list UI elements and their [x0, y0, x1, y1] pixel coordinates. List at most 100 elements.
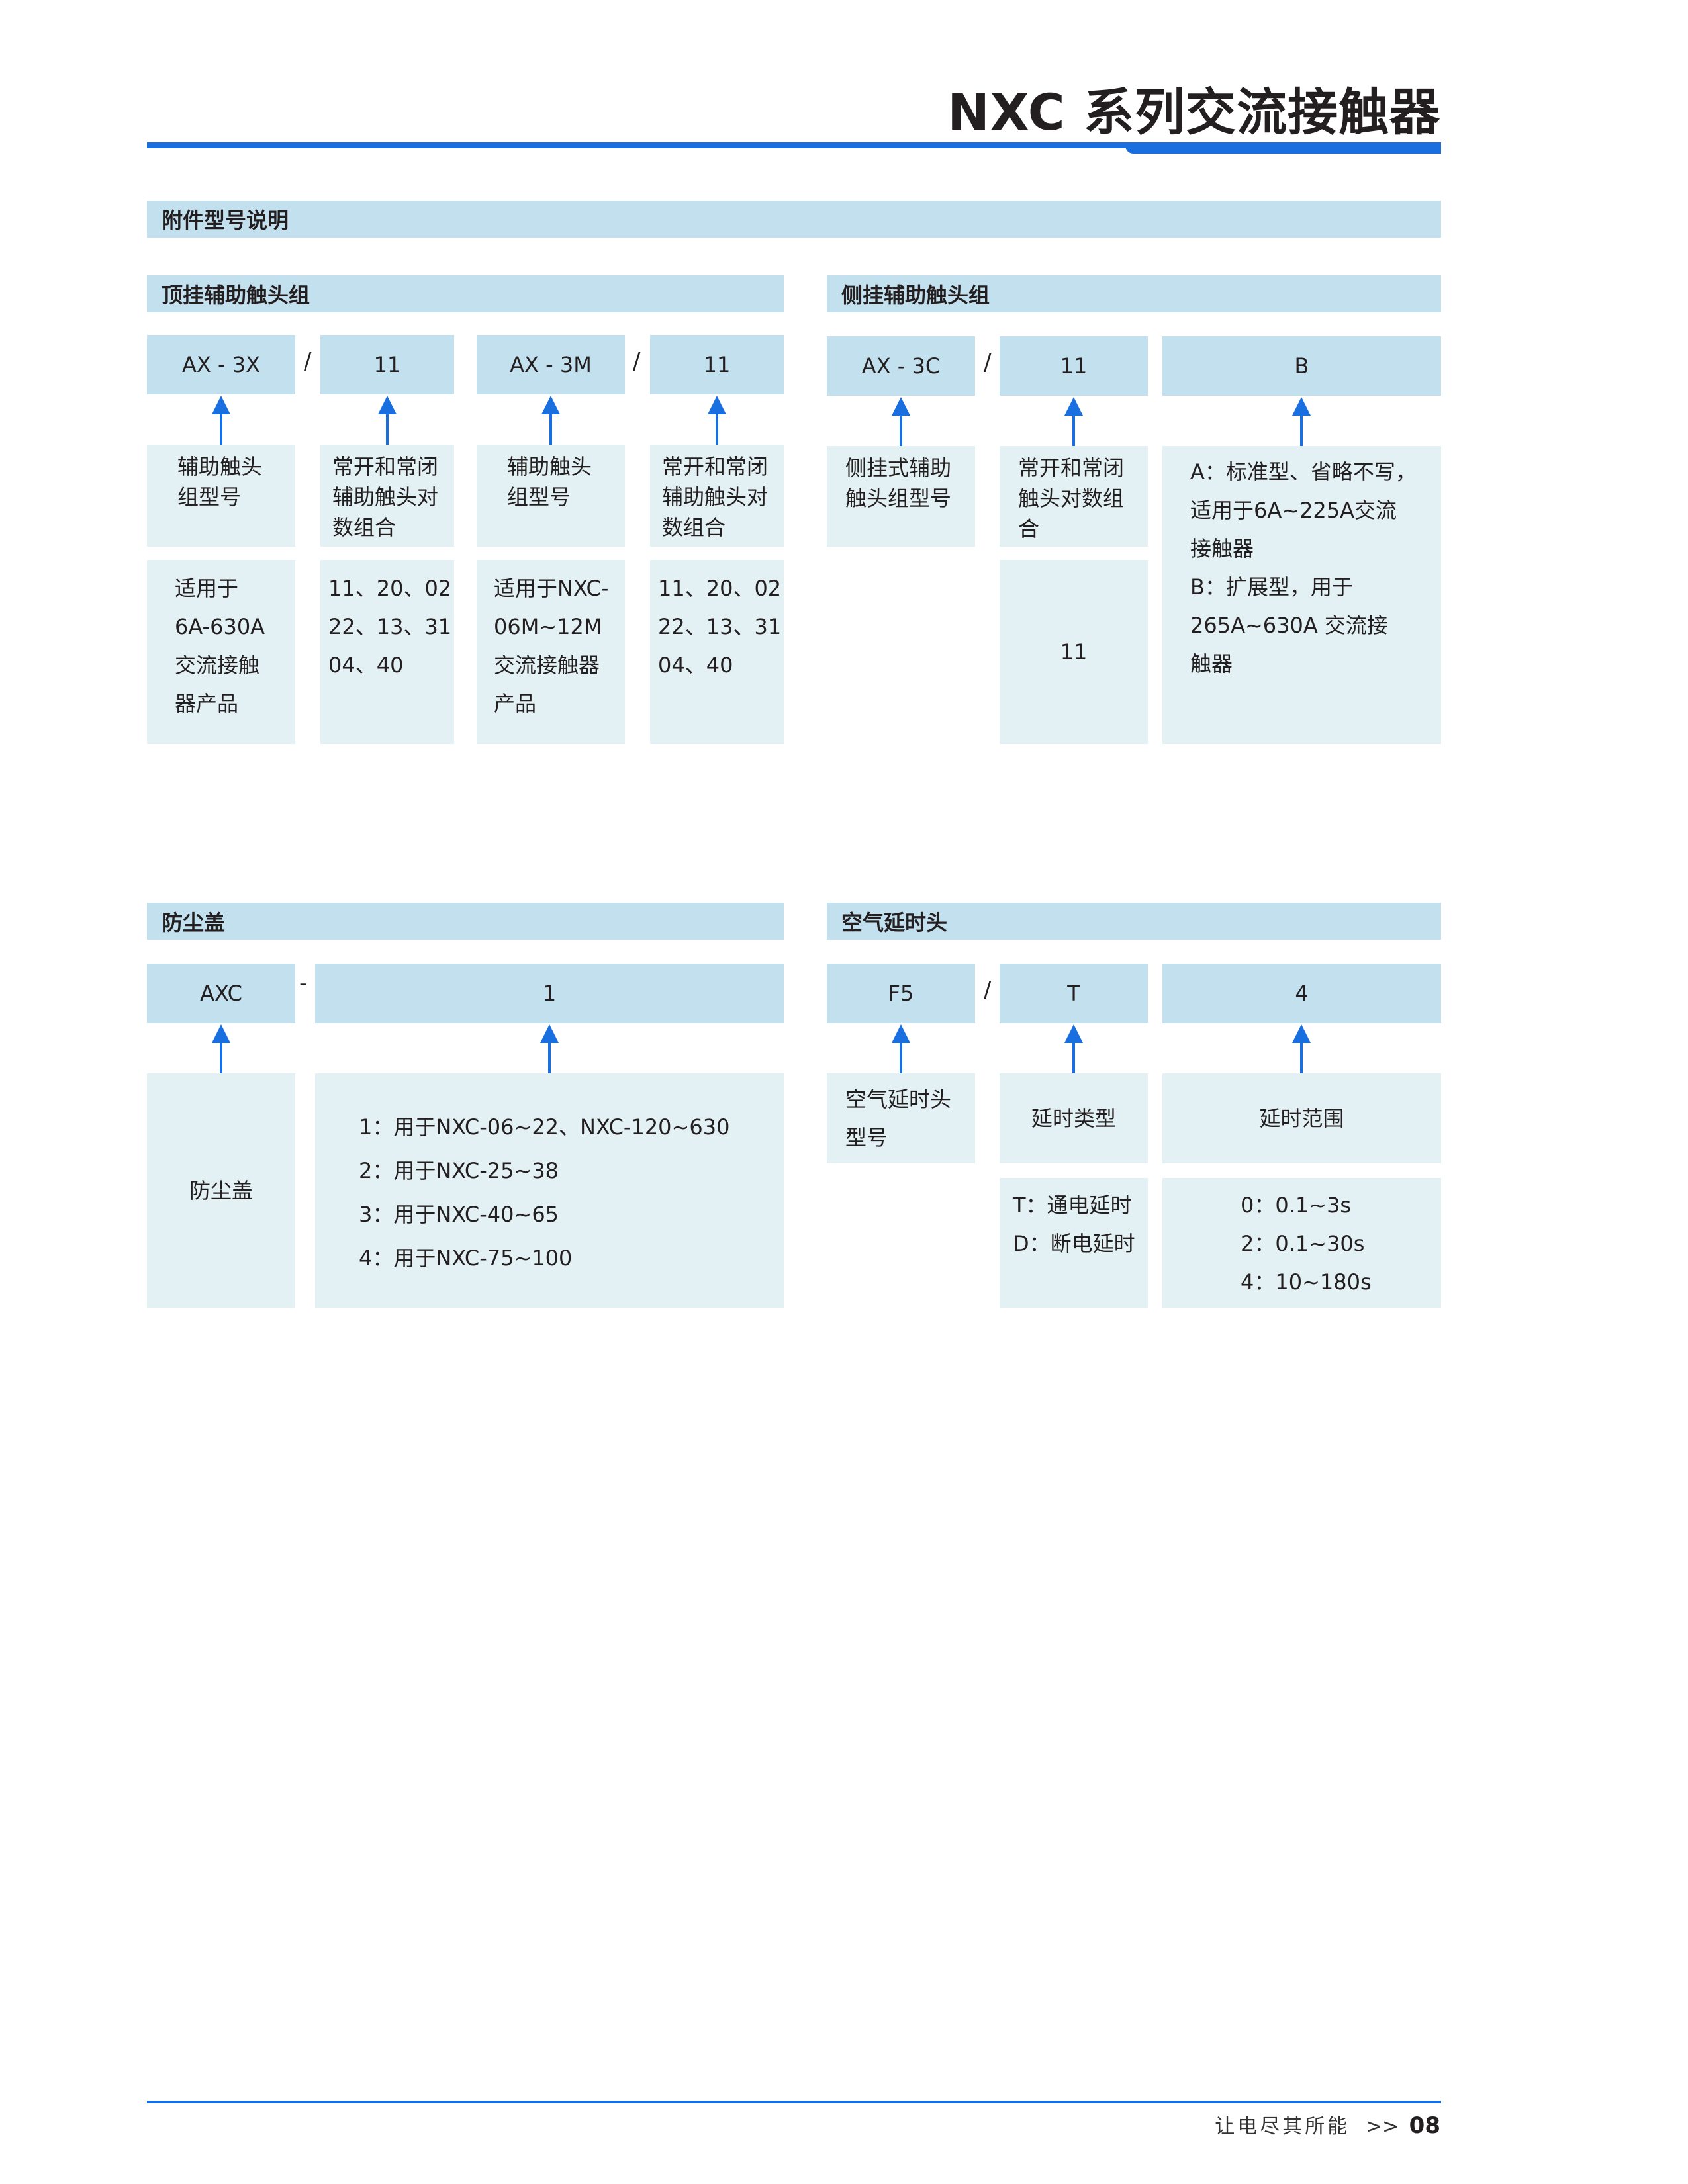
desc-line: 接触器	[1190, 536, 1254, 561]
air-delay-code-1: F5	[827, 964, 975, 1023]
dust-cover-desc-1: 防尘盖	[147, 1073, 295, 1308]
top-aux-header: 顶挂辅助触头组	[147, 275, 784, 312]
page-number: 08	[1409, 2113, 1440, 2139]
desc-line: 辅助触头对	[662, 484, 769, 510]
code-text: 11	[703, 352, 731, 377]
desc-line: 触头组型号	[845, 486, 952, 511]
desc-line: 侧挂式辅助	[845, 455, 952, 480]
top-aux-code-3: AX - 3M	[477, 335, 625, 394]
top-aux-desc-4: 常开和常闭 辅助触头对 数组合	[650, 445, 784, 547]
desc-line: 触器	[1190, 651, 1233, 676]
code-text: 1	[542, 981, 557, 1006]
app-line: 适用于	[175, 576, 239, 601]
side-aux-desc-2: 常开和常闭 触头对数组 合	[1000, 446, 1148, 547]
value-text: 11	[1060, 639, 1088, 664]
desc-line: 组型号	[507, 484, 571, 510]
separator: -	[299, 970, 308, 997]
air-delay-values-2: T：通电延时 D：断电延时	[1000, 1178, 1148, 1308]
separator: /	[984, 977, 992, 1003]
up-arrow-icon	[1291, 397, 1311, 446]
desc-line: 4：用于NXC-75~100	[359, 1246, 573, 1271]
desc-line: 组型号	[177, 484, 242, 510]
air-delay-values-3: 0：0.1~3s 2：0.1~30s 4：10~180s	[1162, 1178, 1441, 1308]
separator: /	[984, 349, 992, 376]
code-text: T	[1067, 981, 1080, 1006]
air-delay-desc-3: 延时范围	[1162, 1073, 1441, 1163]
desc-line: 常开和常闭	[662, 454, 769, 479]
side-aux-title: 侧挂辅助触头组	[841, 283, 990, 308]
desc-line: 延时类型	[1031, 1106, 1116, 1131]
bottom-rule	[147, 2101, 1441, 2103]
top-aux-app-4: 11、20、02 22、13、31 04、40	[650, 560, 784, 744]
value-line: 2：0.1~30s	[1241, 1231, 1365, 1256]
top-rule-accent	[1125, 146, 1441, 154]
desc-line: 合	[1018, 516, 1040, 541]
side-aux-value-2: 11	[1000, 560, 1148, 744]
value-line: D：断电延时	[1013, 1231, 1135, 1256]
desc-line: B：扩展型，用于	[1190, 574, 1353, 600]
code-text: B	[1294, 353, 1309, 379]
code-text: 11	[373, 352, 401, 377]
desc-line: 空气延时头	[845, 1087, 952, 1112]
top-aux-desc-2: 常开和常闭 辅助触头对 数组合	[320, 445, 454, 547]
dust-cover-title: 防尘盖	[162, 910, 226, 935]
top-aux-code-2: 11	[320, 335, 454, 394]
footer-arrows: >>	[1365, 2115, 1399, 2138]
app-line: 04、40	[658, 653, 733, 678]
desc-line: 防尘盖	[189, 1178, 253, 1203]
dust-cover-header: 防尘盖	[147, 903, 784, 940]
top-aux-desc-1: 辅助触头 组型号	[147, 445, 295, 547]
desc-line: 型号	[845, 1125, 888, 1150]
up-arrow-icon	[707, 396, 727, 445]
up-arrow-icon	[891, 397, 911, 446]
app-line: 04、40	[328, 653, 404, 678]
app-line: 交流接触	[175, 653, 260, 678]
up-arrow-icon	[539, 1024, 559, 1073]
value-line: 4：10~180s	[1241, 1269, 1372, 1295]
app-line: 22、13、31	[328, 614, 452, 639]
side-aux-header: 侧挂辅助触头组	[827, 275, 1441, 312]
up-arrow-icon	[377, 396, 397, 445]
value-line: 0：0.1~3s	[1241, 1193, 1352, 1218]
desc-line: 数组合	[662, 515, 726, 540]
desc-line: 辅助触头对	[332, 484, 439, 510]
top-rule	[147, 142, 1441, 148]
desc-line: 辅助触头	[507, 454, 592, 479]
app-line: 11、20、02	[328, 576, 452, 601]
top-aux-app-3: 适用于NXC- 06M~12M 交流接触器 产品	[477, 560, 625, 744]
desc-line: 触头对数组	[1018, 486, 1125, 511]
app-line: 产品	[494, 691, 537, 716]
up-arrow-icon	[211, 396, 231, 445]
desc-line: 2：用于NXC-25~38	[359, 1158, 559, 1183]
air-delay-code-3: 4	[1162, 964, 1441, 1023]
desc-line: 1：用于NXC-06~22、NXC-120~630	[359, 1115, 730, 1140]
up-arrow-icon	[1064, 397, 1084, 446]
code-text: 11	[1060, 353, 1088, 379]
desc-line: A：标准型、省略不写，	[1190, 459, 1417, 484]
dust-cover-code-2: 1	[315, 964, 784, 1023]
up-arrow-icon	[1064, 1024, 1084, 1073]
up-arrow-icon	[211, 1024, 231, 1073]
desc-line: 辅助触头	[177, 454, 263, 479]
dust-cover-code-1: AXC	[147, 964, 295, 1023]
desc-line: 3：用于NXC-40~65	[359, 1202, 559, 1227]
code-text: 4	[1295, 981, 1309, 1006]
desc-line: 265A~630A 交流接	[1190, 613, 1388, 638]
desc-line: 常开和常闭	[332, 454, 439, 479]
air-delay-desc-1: 空气延时头 型号	[827, 1073, 975, 1163]
up-arrow-icon	[1291, 1024, 1311, 1073]
desc-line: 数组合	[332, 515, 397, 540]
app-line: 适用于NXC-	[494, 576, 609, 601]
side-aux-code-2: 11	[1000, 336, 1148, 396]
footer-slogan: 让电尽其所能	[1215, 2115, 1350, 2138]
top-aux-code-1: AX - 3X	[147, 335, 295, 394]
air-delay-code-2: T	[1000, 964, 1148, 1023]
side-aux-desc-3: A：标准型、省略不写， 适用于6A~225A交流 接触器 B：扩展型，用于 26…	[1162, 446, 1441, 744]
code-text: AXC	[200, 981, 242, 1006]
code-text: AX - 3C	[861, 353, 941, 379]
top-aux-app-2: 11、20、02 22、13、31 04、40	[320, 560, 454, 744]
page-title: NXC 系列交流接触器	[947, 83, 1440, 142]
desc-line: 适用于6A~225A交流	[1190, 498, 1397, 523]
air-delay-title: 空气延时头	[841, 910, 948, 935]
top-aux-app-1: 适用于 6A-630A 交流接触 器产品	[147, 560, 295, 744]
